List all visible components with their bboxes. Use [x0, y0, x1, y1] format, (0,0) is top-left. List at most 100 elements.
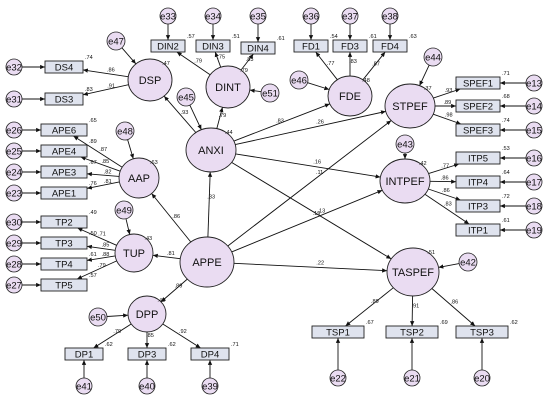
loading-arrow-tup-tp3 [86, 244, 116, 251]
indicator-label-din4: DIN4 [247, 44, 269, 55]
indicator-ds3 [44, 92, 84, 106]
loading-value-anxi-dsp: .93 [181, 110, 189, 116]
loading-value-intpef-itp5: .77 [441, 163, 449, 169]
latent-r2-stpef: .37 [424, 86, 432, 92]
indicator-label-itp4: ITP4 [468, 178, 488, 189]
error-label-e17: e17 [526, 177, 542, 188]
latent-r2-aap: .63 [150, 160, 158, 166]
error-label-e31: e31 [6, 94, 22, 105]
indicator-din3 [195, 39, 231, 53]
error-arrow-e51 [249, 88, 262, 93]
error-label-e13: e13 [526, 78, 542, 89]
indicator-r2-tp2: .49 [89, 210, 97, 216]
latent-label-aap: AAP [128, 173, 150, 185]
loading-arrow-dint-din2 [176, 51, 211, 76]
error-term-e18 [525, 197, 543, 215]
loading-value-dint-din4: .83 [246, 57, 254, 63]
loading-arrow-tup-tp4 [86, 255, 116, 262]
loading-arrow-intpef-itp3 [428, 188, 461, 201]
error-label-e46: e46 [291, 75, 307, 86]
indicator-r2-dp1: .62 [105, 342, 113, 348]
indicator-r2-fd4: .63 [409, 34, 417, 40]
latent-label-fde: FDE [339, 91, 361, 103]
error-term-e26 [5, 121, 23, 139]
loading-value-tup-tp3: .85 [102, 243, 110, 249]
latent-taspef [386, 247, 440, 297]
error-arrow-e49 [125, 218, 131, 235]
indicator-tp4 [40, 257, 88, 271]
indicator-label-spef2: SPEF2 [463, 102, 493, 113]
path-value-anxi-stpef: .26 [316, 119, 324, 125]
indicator-r2-tp4: .61 [89, 252, 97, 258]
loading-value-taspef-tsp2: .91 [412, 304, 420, 310]
error-label-e44: e44 [425, 52, 441, 63]
path-value-appe-intpef: .19 [313, 211, 321, 217]
indicator-r2-itp1: .61 [502, 218, 510, 224]
error-term-e50 [88, 307, 108, 327]
loading-arrow-aap-ape4 [80, 156, 121, 172]
loading-value-aap-ape1: .81 [104, 179, 112, 185]
error-label-e21: e21 [404, 373, 420, 384]
loading-value-taspef-tsp3: .86 [451, 299, 459, 305]
indicator-r2-ds4: .74 [85, 55, 93, 61]
indicator-fd4 [372, 39, 408, 53]
path-value-anxi-taspef: .13 [318, 209, 326, 215]
error-label-e47: e47 [108, 36, 124, 47]
error-term-e41 [75, 377, 93, 395]
error-term-e33 [159, 7, 177, 25]
error-term-e42 [458, 252, 478, 272]
error-term-e49 [114, 200, 134, 220]
error-term-e45 [176, 87, 196, 107]
error-label-e51: e51 [262, 88, 278, 99]
loading-value-appe-aap: .86 [172, 214, 180, 220]
indicator-label-tp4: TP4 [55, 260, 72, 271]
indicator-tp5 [40, 278, 88, 292]
loading-arrow-taspef-tsp1 [345, 287, 394, 327]
latent-label-dsp: DSP [139, 75, 162, 87]
error-term-e43 [395, 134, 415, 154]
loading-value-tup-tp4: .88 [102, 252, 110, 258]
indicator-r2-tsp2: .69 [440, 320, 448, 326]
indicator-label-fd4: FD4 [381, 42, 399, 53]
loading-value-stpef-spef3: .98 [445, 113, 453, 119]
error-label-e45: e45 [178, 92, 194, 103]
loading-value-stpef-spef1: .93 [445, 88, 453, 94]
path-arrow-anxi-intpef [235, 153, 381, 179]
loading-arrow-appe-tup [152, 253, 181, 260]
indicator-spef1 [455, 76, 501, 90]
indicator-label-ape4: APE4 [52, 147, 76, 158]
latent-label-stpef: STPEF [392, 101, 428, 113]
error-label-e30: e30 [6, 217, 22, 228]
indicator-label-itp5: ITP5 [468, 154, 488, 165]
error-label-e16: e16 [526, 153, 542, 164]
error-label-e39: e39 [202, 381, 218, 392]
indicator-r2-ds3: .83 [85, 87, 93, 93]
error-label-e38: e38 [382, 11, 398, 22]
path-value-appe-anxi: .33 [207, 194, 215, 200]
latent-stpef [384, 83, 436, 129]
indicator-label-dp3: DP3 [138, 350, 156, 361]
error-label-e29: e29 [6, 238, 22, 249]
latent-aap [118, 157, 160, 199]
latent-label-anxi: ANXI [198, 145, 224, 157]
indicator-r2-tsp3: .62 [510, 320, 518, 326]
indicator-r2-tp5: .57 [89, 273, 97, 279]
indicator-r2-spef1: .71 [502, 71, 510, 77]
error-label-e42: e42 [460, 257, 476, 268]
loading-arrow-dsp-ds3 [82, 84, 129, 96]
indicator-ds4 [44, 60, 84, 74]
indicator-r2-dp4: .71 [231, 342, 239, 348]
indicator-tp2 [40, 215, 88, 229]
loading-arrow-intpef-itp1 [424, 193, 470, 225]
error-term-e48 [115, 121, 135, 141]
indicator-tp3 [40, 236, 88, 250]
latent-r2-intpef: .42 [419, 161, 427, 167]
indicator-label-ds3: DS3 [55, 95, 73, 106]
indicator-r2-itp4: .64 [502, 170, 510, 176]
error-label-e41: e41 [76, 381, 92, 392]
latent-label-appe: APPE [192, 257, 221, 269]
error-term-e38 [381, 7, 399, 25]
loading-value-tup-tp5: .79 [98, 263, 106, 269]
latent-label-dpp: DPP [136, 309, 159, 321]
loading-arrow-fde-fd1 [315, 51, 338, 80]
